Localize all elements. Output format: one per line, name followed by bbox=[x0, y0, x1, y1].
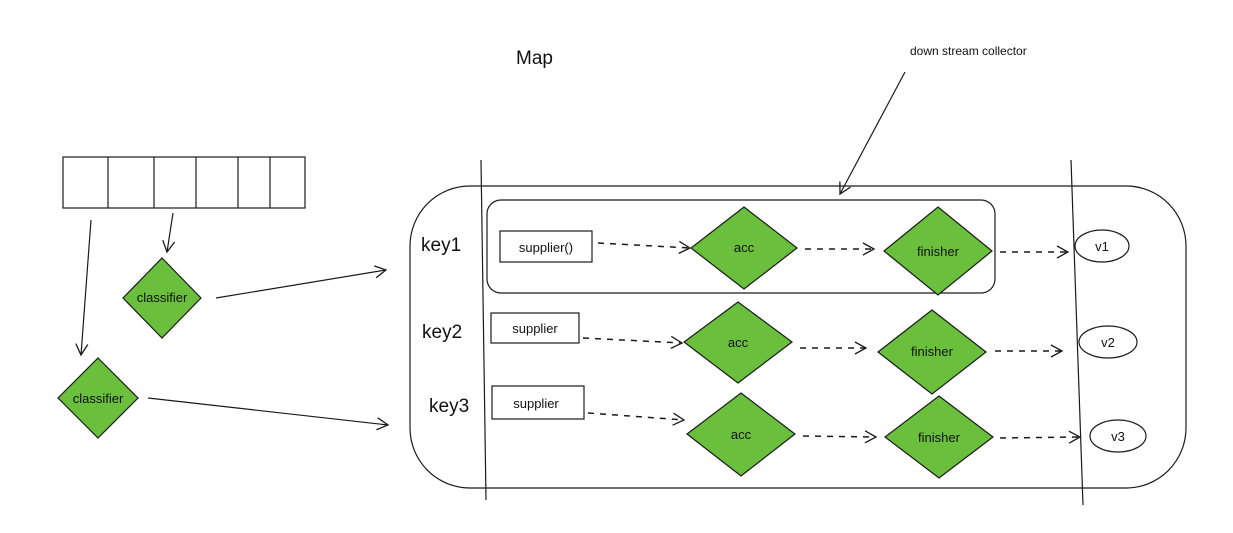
classifier-node: classifier bbox=[122, 257, 202, 339]
collector-row: supplier acc finisher v2 bbox=[490, 301, 1138, 395]
finisher-label: finisher bbox=[918, 430, 961, 445]
classifier-to-map-arrow bbox=[215, 265, 388, 299]
value-node bbox=[1074, 229, 1130, 263]
downstream-collector-box bbox=[486, 199, 996, 294]
finisher-label: finisher bbox=[911, 344, 954, 359]
acc-label: acc bbox=[728, 335, 749, 350]
supplier-label: supplier bbox=[512, 321, 558, 336]
supplier-label: supplier() bbox=[519, 240, 573, 255]
collector-row: supplier acc finisher v3 bbox=[491, 385, 1147, 479]
finisher-to-value-arrow bbox=[999, 430, 1082, 444]
classifier-to-map-arrow bbox=[147, 397, 390, 431]
array-to-classifier-arrow bbox=[75, 219, 92, 357]
map-key: key2 bbox=[422, 322, 462, 343]
finisher-node bbox=[883, 206, 993, 296]
collector-row: supplier() acc finisher v1 bbox=[499, 206, 1130, 296]
array-to-classifier-arrow bbox=[162, 212, 176, 254]
stream-array bbox=[62, 156, 306, 209]
value-label: v1 bbox=[1095, 239, 1109, 254]
map-key: key1 bbox=[421, 235, 461, 256]
map-key-divider bbox=[480, 159, 487, 501]
map-container bbox=[409, 185, 1187, 489]
map-title: Map bbox=[516, 48, 553, 69]
value-label: v2 bbox=[1101, 335, 1115, 350]
acc-node bbox=[690, 206, 798, 290]
value-node bbox=[1078, 325, 1138, 359]
downstream-collector-annotation: down stream collector bbox=[910, 44, 1027, 58]
classifier-label: classifier bbox=[73, 391, 124, 406]
acc-label: acc bbox=[734, 240, 755, 255]
acc-to-finisher-arrow bbox=[802, 430, 878, 444]
supplier-to-acc-arrow bbox=[582, 335, 684, 350]
supplier-box bbox=[491, 385, 585, 420]
map-value-divider bbox=[1070, 159, 1084, 506]
supplier-to-acc-arrow bbox=[597, 240, 692, 254]
map-key: key3 bbox=[429, 396, 469, 417]
supplier-box bbox=[499, 230, 593, 263]
finisher-node bbox=[884, 395, 994, 479]
acc-label: acc bbox=[731, 427, 752, 442]
annotation-arrow bbox=[839, 71, 906, 196]
supplier-to-acc-arrow bbox=[587, 412, 686, 426]
supplier-label: supplier bbox=[513, 396, 559, 411]
acc-node bbox=[682, 301, 794, 384]
supplier-box bbox=[490, 312, 580, 344]
value-label: v3 bbox=[1111, 429, 1125, 444]
acc-node bbox=[686, 392, 796, 477]
value-node bbox=[1089, 419, 1147, 453]
finisher-label: finisher bbox=[917, 244, 960, 259]
classifier-label: classifier bbox=[137, 290, 188, 305]
finisher-node bbox=[877, 309, 987, 395]
classifier-node: classifier bbox=[57, 357, 139, 439]
